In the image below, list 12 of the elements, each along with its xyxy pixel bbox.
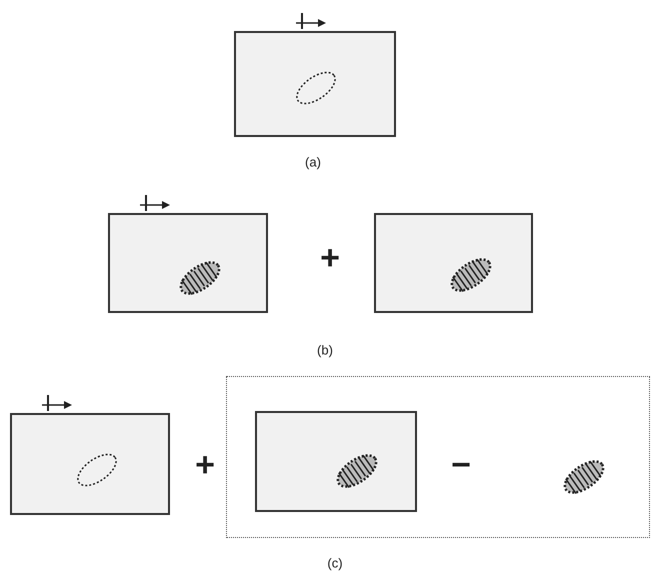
image-frame: [255, 411, 417, 512]
image-frame: [374, 213, 533, 313]
operator-sign: +: [320, 241, 340, 275]
image-frame: [234, 31, 396, 137]
operator-sign: −: [451, 448, 471, 482]
image-frame: [108, 213, 268, 313]
dotted-group-frame: [226, 376, 650, 538]
image-frame: [10, 413, 170, 515]
figure-caption: (a): [305, 154, 321, 170]
operator-sign: +: [195, 448, 215, 482]
figure-caption: (b): [317, 342, 333, 358]
figure-caption: (c): [327, 556, 343, 570]
